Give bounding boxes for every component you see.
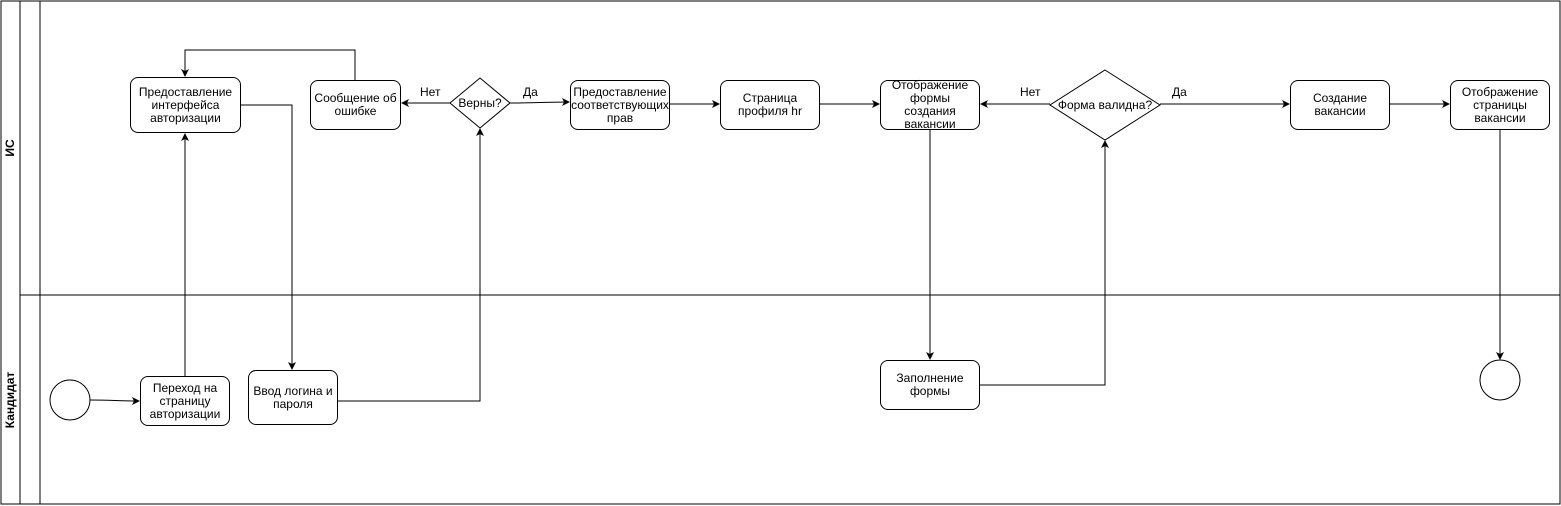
task-fill-form[interactable]: Заполнение формы: [880, 360, 980, 410]
flow-fill-to-valid: [980, 140, 1109, 386]
lane-title-candidate: Кандидат: [3, 371, 17, 429]
flow-start-to-go-auth: [89, 396, 140, 405]
task-enter-login[interactable]: Ввод логина и пароля: [248, 370, 338, 425]
task-auth-interface[interactable]: Предоставление интерфейса авторизации: [130, 77, 241, 133]
edge-label-form-yes: Да: [1172, 85, 1187, 99]
flow-error-to-interface: [181, 49, 356, 80]
decision-check-correct-label: Верны?: [458, 95, 502, 110]
edge-label-form-no: Нет: [1020, 85, 1041, 99]
flow-check-yes-to-rights: [509, 98, 570, 107]
task-show-vacancy-form[interactable]: Отображение формы создания вакансии: [880, 79, 980, 131]
decision-form-valid-label: Форма валидна?: [1057, 97, 1153, 112]
task-hr-profile[interactable]: Страница профиля hr: [720, 80, 820, 130]
flow-interface-to-login: [241, 104, 296, 370]
task-grant-rights[interactable]: Предоставление соответствующих прав: [570, 80, 670, 130]
edge-label-check-no: Нет: [420, 85, 441, 99]
task-go-to-auth[interactable]: Переход на страницу авторизации: [140, 376, 230, 426]
edge-label-check-yes: Да: [523, 85, 538, 99]
task-create-vacancy[interactable]: Создание вакансии: [1290, 80, 1390, 130]
end-event[interactable]: [1479, 359, 1521, 401]
lane-title-is: ИС: [3, 139, 17, 157]
task-error-message[interactable]: Сообщение об ошибке: [310, 80, 401, 130]
flow-login-to-check: [338, 128, 484, 402]
start-event[interactable]: [49, 379, 91, 421]
task-show-vacancy-page[interactable]: Отображение страницы вакансии: [1450, 80, 1550, 130]
